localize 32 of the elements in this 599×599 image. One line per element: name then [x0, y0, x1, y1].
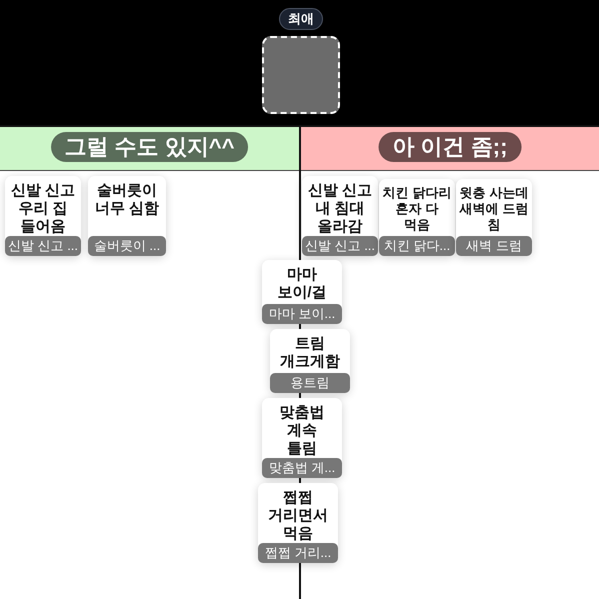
short-caption: 용트림	[270, 373, 350, 393]
slot-label: 최애	[279, 8, 323, 30]
idea-card	[262, 398, 342, 478]
idea-card	[88, 176, 166, 256]
card-title: 신발 신고 내 침대 올라감	[306, 182, 374, 236]
idea-card	[5, 176, 81, 256]
short-caption: 맞춤법 게...	[262, 458, 342, 478]
card-title: 맞춤법 계속 틀림	[278, 404, 326, 458]
card-title: 신발 신고 우리 집 들어옴	[10, 182, 76, 236]
idea-card	[456, 179, 532, 256]
card-title: 술버릇이 너무 심함	[94, 182, 160, 218]
card-title: 윗층 사는데 새벽에 드럼 침	[458, 185, 530, 233]
idea-card	[262, 260, 342, 324]
column-title: 아 이건 좀;;	[378, 132, 522, 162]
card-title: 트림 개크게함	[279, 335, 341, 371]
short-caption: 마마 보이...	[262, 304, 342, 324]
idea-card	[258, 483, 338, 563]
card-title: 마마 보이/걸	[276, 266, 328, 302]
short-caption: 술버릇이 ...	[88, 236, 166, 256]
column-title: 그럴 수도 있지^^	[50, 132, 248, 162]
column-header-band	[301, 125, 599, 171]
card-title: 쩝쩝 거리면서 먹음	[267, 489, 329, 543]
idea-card	[302, 176, 378, 256]
short-caption: 치킨 닭다...	[379, 236, 455, 256]
idea-card	[270, 329, 350, 393]
column-header-band	[0, 125, 299, 171]
short-caption: 쩝쩝 거리...	[258, 543, 338, 563]
card-title: 치킨 닭다리 혼자 다 먹음	[382, 185, 452, 233]
short-caption: 신발 신고 ...	[5, 236, 81, 256]
idea-card	[379, 179, 455, 256]
short-caption: 신발 신고 ...	[302, 236, 378, 256]
short-caption: 새벽 드럼	[456, 236, 532, 256]
